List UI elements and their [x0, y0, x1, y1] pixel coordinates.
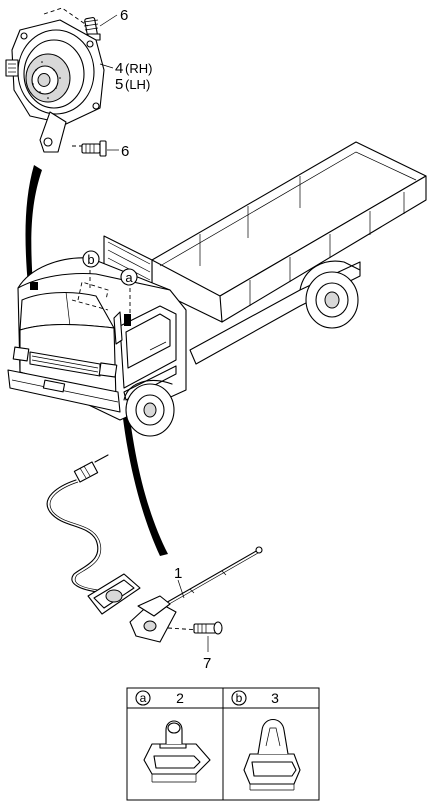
speaker-assembly — [5, 7, 119, 157]
leader-6-top — [99, 14, 118, 27]
callout-5: 5 — [115, 76, 123, 93]
speaker — [5, 19, 105, 153]
antenna-base-plate — [87, 573, 141, 615]
clip-3-drawing — [243, 718, 301, 791]
antenna-mast — [149, 549, 259, 613]
clip-2-drawing — [143, 720, 211, 783]
antenna-plug — [73, 454, 109, 483]
sweep-arrow-speaker — [25, 165, 42, 286]
antenna-cable — [46, 479, 99, 593]
circle-ref-b-label: b — [87, 252, 94, 267]
antenna-assembly — [46, 454, 263, 652]
circle-ref-a-label: a — [125, 270, 133, 285]
legend-circle-b — [231, 690, 247, 706]
callout-6-mid: 6 — [121, 143, 129, 160]
circle-ref-a — [120, 268, 138, 286]
legend-circle-a — [135, 690, 151, 706]
screw-bottom — [72, 140, 107, 157]
antenna-body — [129, 595, 177, 643]
callout-7: 7 — [203, 655, 211, 672]
callout-6-top: 6 — [120, 7, 128, 24]
callout-4: 4 — [115, 60, 123, 77]
clip-legend-table: a 2 b 3 — [126, 687, 320, 801]
legend-b-letter: b — [236, 691, 243, 705]
legend-a-part: 2 — [176, 690, 184, 706]
circle-ref-b — [82, 250, 100, 268]
legend-b-part: 3 — [271, 690, 279, 706]
bolt-7 — [167, 621, 223, 635]
screw-top — [83, 17, 101, 41]
callout-4-rh: (RH) — [125, 61, 152, 76]
callout-1: 1 — [174, 565, 182, 582]
truck — [7, 141, 427, 437]
leader-4 — [99, 63, 114, 69]
legend-a-letter: a — [140, 691, 147, 705]
leader-1 — [177, 579, 185, 599]
callout-5-lh: (LH) — [125, 77, 150, 92]
